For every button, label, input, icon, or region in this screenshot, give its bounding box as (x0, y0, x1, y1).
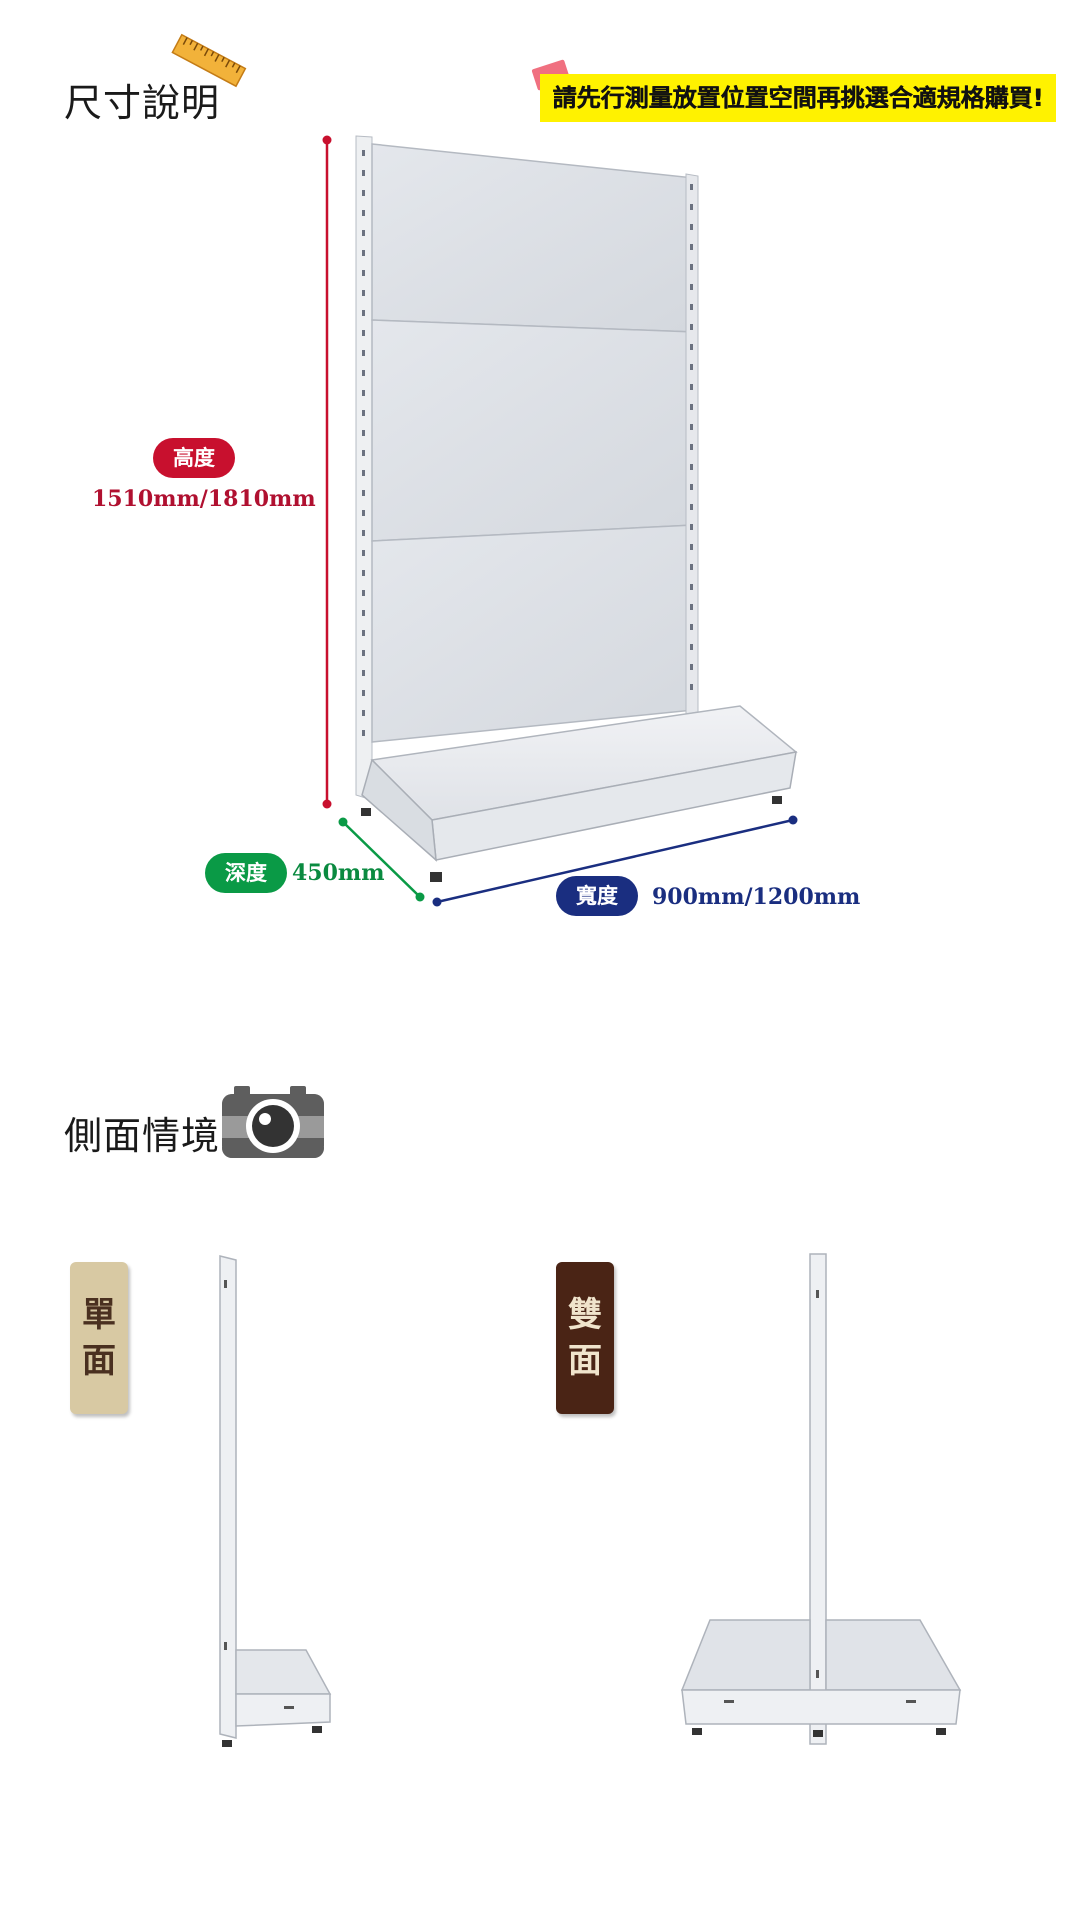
double-sided-shelf-illustration (680, 1253, 962, 1745)
depth-dimension-line (342, 821, 421, 898)
single-tag-char-2: 面 (82, 1341, 116, 1381)
upright-slots (362, 150, 693, 736)
single-sided-shelf-illustration (219, 1255, 332, 1747)
back-panel-bottom (371, 524, 695, 743)
back-panel-middle (371, 319, 695, 542)
notice-text: 請先行測量放置位置空間再挑選合適規格購買! (540, 74, 1056, 122)
single-tag-char-1: 單 (82, 1295, 116, 1335)
double-tag-char-1: 雙 (568, 1295, 602, 1335)
back-panel-top (371, 143, 695, 333)
side-view-section-title: 側面情境 (64, 1114, 221, 1158)
width-label: 寬度 (556, 876, 638, 916)
depth-label: 深度 (205, 853, 287, 893)
double-sided-tag: 雙 面 (556, 1262, 614, 1414)
single-sided-tag: 單 面 (70, 1262, 128, 1414)
shelf-dimension-illustration (322, 135, 798, 907)
width-dimension-line (436, 818, 794, 904)
height-label: 高度 (153, 438, 235, 478)
width-value: 900mm/1200mm (652, 884, 861, 910)
dimension-section-title: 尺寸說明 (64, 81, 221, 125)
depth-value: 450mm (292, 860, 385, 886)
double-tag-char-2: 面 (568, 1341, 602, 1381)
camera-icon (222, 1086, 324, 1158)
notice-banner: 請先行測量放置位置空間再挑選合適規格購買! (528, 59, 1058, 122)
height-value: 1510mm/1810mm (92, 486, 316, 512)
ruler-icon (171, 33, 247, 88)
